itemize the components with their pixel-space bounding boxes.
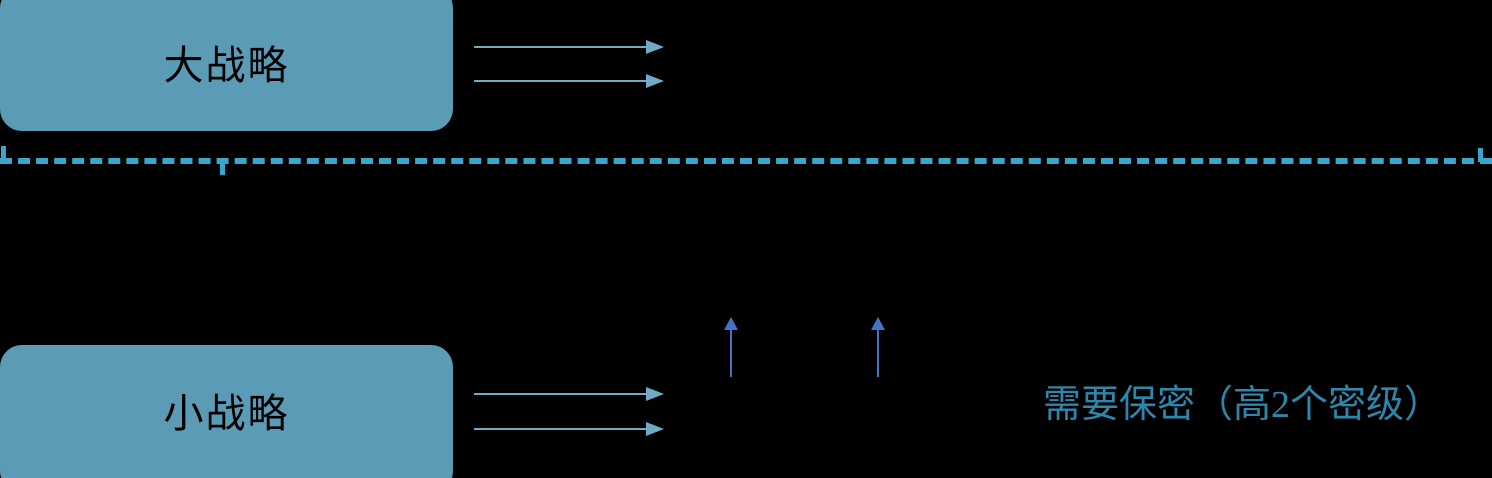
divider-tick-right [1478,148,1483,162]
box-small-strategy[interactable]: 小战略 [0,345,453,478]
box-small-strategy-label: 小战略 [163,391,290,436]
arrow-head [646,40,664,54]
box-grand-strategy-label: 大战略 [163,42,290,88]
arrow-shaft [730,326,732,377]
arrow-head [646,422,664,436]
secrecy-note-label: 需要保密（高2个密级） [1043,384,1443,426]
arrow-up-2 [871,317,885,377]
arrow-shaft [877,326,879,377]
arrow-up-1 [724,317,738,377]
arrow-shaft [474,393,646,395]
arrow-shaft [474,80,646,82]
arrow-small-strategy-out-2 [474,422,664,436]
arrow-grand-strategy-out-1 [474,40,664,54]
arrow-head [871,317,885,330]
box-grand-strategy[interactable]: 大战略 [0,0,453,131]
divider-tick-left [1,146,6,160]
arrow-small-strategy-out-1 [474,387,664,401]
arrow-head [724,317,738,330]
dashed-divider-line [0,158,1492,164]
dashed-divider [0,146,1492,175]
arrow-shaft [474,428,646,430]
arrow-head [646,74,664,88]
arrow-grand-strategy-out-2 [474,74,664,88]
arrow-head [646,387,664,401]
divider-tick-middle [220,161,225,175]
arrow-shaft [474,46,646,48]
